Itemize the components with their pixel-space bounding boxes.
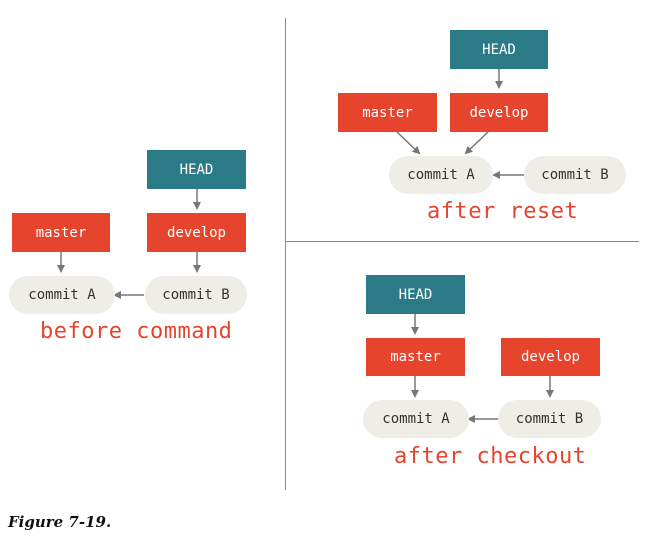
- checkout-commit-b: commit B: [498, 400, 601, 438]
- checkout-master-label: master: [390, 349, 441, 365]
- before-commit-a-label: commit A: [28, 287, 96, 303]
- figure-label: Figure 7-19.: [8, 513, 112, 531]
- checkout-commit-b-label: commit B: [515, 411, 584, 427]
- reset-master-label: master: [362, 104, 413, 121]
- reset-commit-b-label: commit B: [541, 167, 609, 183]
- checkout-commit-a: commit A: [363, 400, 469, 438]
- before-master-box: master: [12, 213, 110, 252]
- reset-develop-label: develop: [469, 104, 529, 121]
- before-commit-b-label: commit B: [162, 287, 230, 303]
- reset-commit-a-label: commit A: [407, 167, 475, 183]
- before-head-box: HEAD: [147, 150, 246, 189]
- reset-head-label: HEAD: [482, 41, 516, 58]
- before-caption: before command: [40, 319, 233, 344]
- reset-caption: after reset: [427, 199, 579, 224]
- before-commit-b: commit B: [145, 276, 247, 314]
- before-develop-box: develop: [147, 213, 246, 252]
- reset-head-box: HEAD: [450, 30, 548, 69]
- before-master-label: master: [35, 224, 87, 241]
- checkout-head-box: HEAD: [366, 275, 465, 314]
- horizontal-divider: [286, 241, 639, 242]
- checkout-commit-a-label: commit A: [382, 411, 450, 427]
- vertical-divider: [285, 18, 286, 490]
- checkout-develop-label: develop: [520, 349, 580, 365]
- reset-commit-b: commit B: [524, 156, 626, 194]
- arrow-reset-master-to-commit-a: [396, 131, 421, 155]
- git-diagram: HEAD master develop commit A commit B be…: [9, 18, 639, 490]
- reset-master-box: master: [338, 93, 437, 132]
- before-develop-label: develop: [166, 224, 226, 241]
- before-head-label: HEAD: [179, 161, 214, 178]
- before-commit-a: commit A: [9, 276, 115, 314]
- reset-commit-a: commit A: [389, 156, 493, 194]
- checkout-caption: after checkout: [394, 444, 587, 469]
- reset-develop-box: develop: [450, 93, 548, 132]
- checkout-head-label: HEAD: [398, 286, 433, 303]
- checkout-master-box: master: [366, 338, 465, 376]
- arrow-reset-develop-to-commit-a: [464, 131, 489, 155]
- checkout-develop-box: develop: [501, 338, 600, 376]
